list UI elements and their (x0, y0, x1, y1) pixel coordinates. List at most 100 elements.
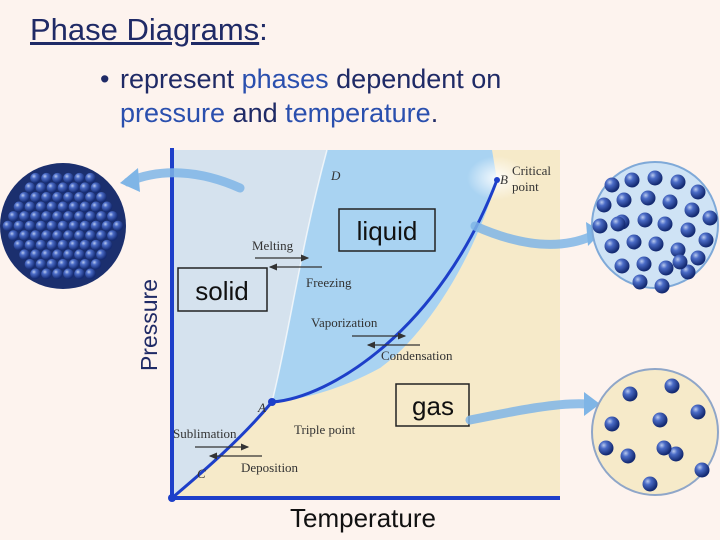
bullet-highlight-pressure: pressure (120, 98, 226, 128)
liquid-particle (654, 278, 670, 294)
solid-particle (52, 172, 63, 184)
liquid-particle (698, 232, 714, 248)
liquid-particle (616, 192, 632, 208)
bullet-text-2: dependent on (328, 64, 502, 94)
solid-particle (24, 258, 36, 270)
solid-particle (8, 211, 19, 222)
triple-point-marker (268, 398, 276, 406)
solid-particle (63, 172, 74, 184)
liquid-particle (626, 234, 642, 250)
point-a-label: A (257, 400, 266, 415)
solid-particle (96, 211, 107, 222)
liquid-particles-illustration (591, 161, 719, 294)
bullet-highlight-temperature: temperature (285, 98, 431, 128)
condensation-label: Condensation (381, 348, 453, 363)
solid-particle (79, 220, 91, 232)
solid-particle (90, 220, 102, 232)
liquid-particle (657, 216, 673, 232)
gas-label-box (395, 383, 470, 427)
solid-particle (30, 249, 41, 261)
solid-particle (79, 239, 91, 251)
solid-particle (24, 239, 36, 251)
solid-particle (63, 211, 74, 222)
solid-particle (90, 182, 102, 194)
triple-point-label: Triple point (294, 422, 356, 437)
solid-particle (13, 201, 25, 213)
gas-particles-illustration (591, 368, 719, 496)
solid-particle (30, 172, 41, 184)
solid-particle (101, 239, 113, 251)
gas-label: gas (412, 391, 454, 421)
solid-particle (68, 239, 80, 251)
liquid-particle (636, 256, 652, 272)
solid-particle-dots (2, 172, 124, 280)
solid-particle (52, 268, 63, 280)
solid-region (172, 150, 327, 498)
gas-particle (668, 446, 684, 462)
liquid-connector-arrow (470, 221, 597, 249)
gas-particle-dots (598, 378, 710, 492)
solid-particle (96, 230, 107, 241)
bullet-highlight-phases: phases (241, 64, 329, 94)
solid-particle (85, 249, 96, 261)
solid-particle (41, 268, 52, 280)
solid-particle (46, 220, 58, 232)
solid-particle (57, 182, 69, 194)
gas-connector-arrow (465, 399, 593, 425)
liquid-particle (680, 264, 696, 280)
solid-particle (57, 239, 69, 251)
bullet-symbol: • (100, 64, 110, 94)
liquid-particle (632, 274, 648, 290)
liquid-particle (610, 216, 626, 232)
solid-particle (52, 249, 63, 261)
solid-particle (74, 249, 85, 261)
solid-particle (68, 220, 80, 232)
solid-particle (57, 258, 69, 270)
solid-particle (19, 249, 30, 261)
critical-point-label-2: point (512, 179, 539, 194)
solid-particle (30, 230, 41, 241)
solid-particle (79, 258, 91, 270)
bullet-line-2: pressure and temperature. (100, 96, 620, 130)
gas-particle (694, 462, 710, 478)
liquid-particle (672, 254, 688, 270)
gas-particle (604, 416, 620, 432)
solid-particle (85, 172, 96, 184)
solid-particle (74, 230, 85, 241)
solid-connector-arrow-head (120, 168, 140, 192)
melting-label: Melting (252, 238, 294, 253)
liquid-particle (648, 236, 664, 252)
solid-particle (35, 201, 47, 213)
liquid-particle (658, 260, 674, 276)
liquid-particle (690, 250, 706, 266)
solid-particle (52, 230, 63, 241)
solid-particle (57, 201, 69, 213)
solid-particle (41, 230, 52, 241)
gas-particle (598, 440, 614, 456)
x-axis-title: Temperature (290, 503, 436, 533)
y-axis-title: Pressure (136, 279, 162, 371)
melting-curve (271, 149, 328, 403)
bullet-text-3: and (225, 98, 286, 128)
solid-particle (13, 239, 25, 251)
bullet-text-1: represent (120, 64, 242, 94)
solid-particle (35, 182, 47, 194)
liquid-particle (702, 210, 718, 226)
solid-particle (96, 249, 107, 261)
solid-particle (41, 191, 52, 203)
liquid-particle (604, 238, 620, 254)
solid-particle (79, 182, 91, 194)
solid-label: solid (195, 276, 248, 306)
solid-particle (90, 239, 102, 251)
liquid-particle (624, 172, 640, 188)
solid-particle (74, 268, 85, 280)
solid-particle (41, 249, 52, 261)
solid-particle (35, 258, 47, 270)
point-b-label: B (500, 172, 508, 187)
solid-particle (24, 201, 36, 213)
liquid-particle (592, 218, 608, 234)
solid-particle (35, 220, 47, 232)
solid-particle (112, 220, 124, 232)
gas-connector-arrow-head (584, 392, 600, 416)
